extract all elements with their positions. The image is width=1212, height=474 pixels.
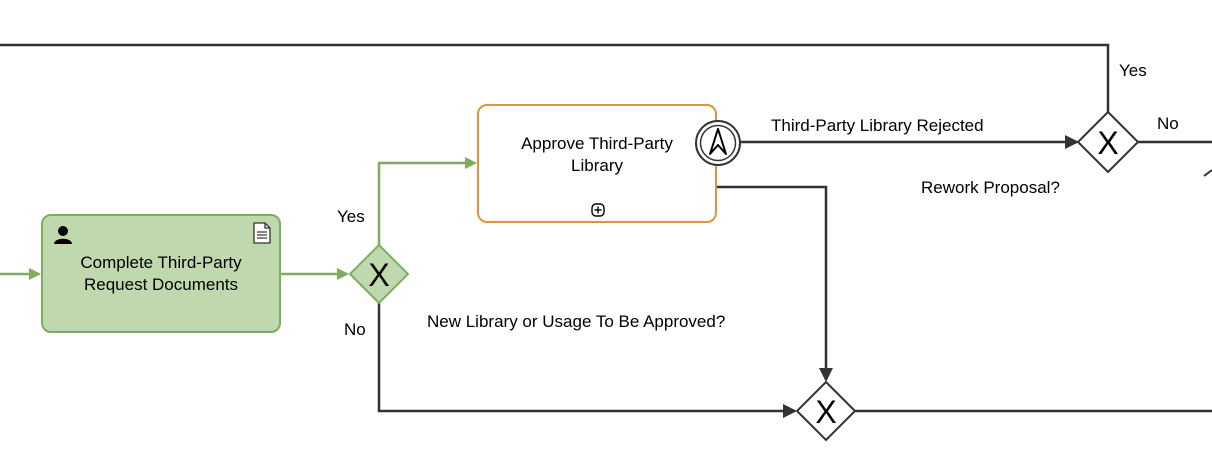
gateway-new-library-symbol: X xyxy=(368,257,389,293)
task-approve-library[interactable]: Approve Third-Party Library xyxy=(477,104,741,223)
label-yes-right: Yes xyxy=(1119,61,1147,80)
flow-loop-back[interactable] xyxy=(0,43,1110,112)
flow-yes-to-approve[interactable] xyxy=(377,157,477,245)
flow-no-to-merge[interactable] xyxy=(377,303,797,418)
label-no-right: No xyxy=(1157,114,1179,133)
label-no-left: No xyxy=(344,320,366,339)
gateway-merge-symbol: X xyxy=(815,394,836,430)
flow-approve-to-merge[interactable] xyxy=(717,185,833,382)
label-new-library-question: New Library or Usage To Be Approved? xyxy=(427,312,726,331)
gateway-rework-symbol: X xyxy=(1097,125,1118,161)
label-library-rejected: Third-Party Library Rejected xyxy=(771,116,984,135)
gateway-merge[interactable]: X xyxy=(795,380,857,442)
label-rework-question: Rework Proposal? xyxy=(921,178,1060,197)
document-icon xyxy=(253,222,271,244)
gateway-new-library[interactable]: X xyxy=(348,243,410,305)
label-yes-left: Yes xyxy=(337,207,365,226)
task-complete-request-documents[interactable]: Complete Third-Party Request Documents xyxy=(41,214,281,333)
escalation-icon[interactable] xyxy=(693,118,743,168)
gateway-rework[interactable]: X xyxy=(1076,110,1140,174)
expand-plus-icon[interactable] xyxy=(591,203,605,217)
task-approve-label: Approve Third-Party Library xyxy=(521,133,673,175)
task-complete-label: Complete Third-Party Request Documents xyxy=(80,252,242,294)
flow-offscreen-arrow xyxy=(1203,169,1212,177)
person-icon xyxy=(54,226,72,244)
